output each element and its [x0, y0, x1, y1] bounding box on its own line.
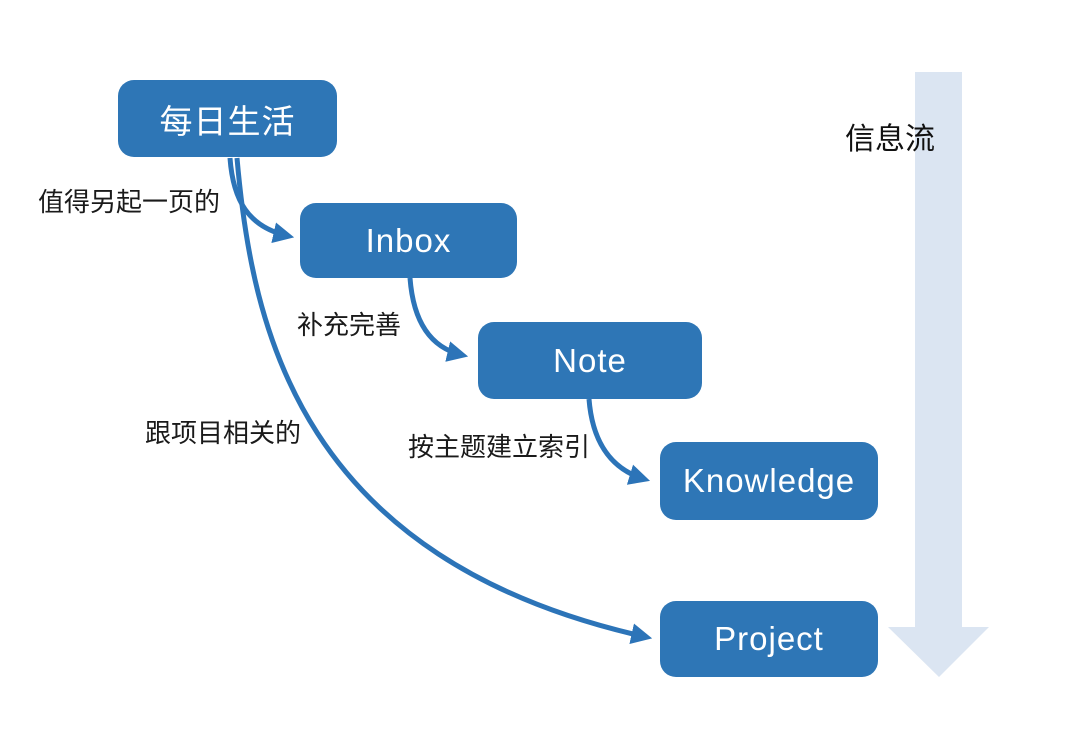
- node-daily-life: 每日生活: [118, 80, 337, 157]
- edge-label-daily-to-project: 跟项目相关的: [145, 418, 302, 448]
- edge-label-inbox-to-note: 补充完善: [297, 310, 402, 340]
- edge-label-daily-to-inbox: 值得另起一页的: [38, 187, 221, 217]
- node-inbox: Inbox: [300, 203, 517, 278]
- information-flow-label: 信息流: [845, 123, 935, 156]
- edge-daily-to-inbox-arrow: [227, 157, 295, 244]
- edge-daily-to-project-arrow: [234, 157, 653, 645]
- information-flow-arrow-icon: [888, 72, 989, 677]
- node-note: Note: [478, 322, 702, 399]
- edge-note-to-knowledge-arrow: [586, 398, 651, 485]
- node-knowledge: Knowledge: [660, 442, 878, 520]
- edge-label-note-to-knowledge: 按主题建立索引: [408, 432, 591, 462]
- edge-inbox-to-note-arrow: [407, 277, 469, 362]
- node-project: Project: [660, 601, 878, 677]
